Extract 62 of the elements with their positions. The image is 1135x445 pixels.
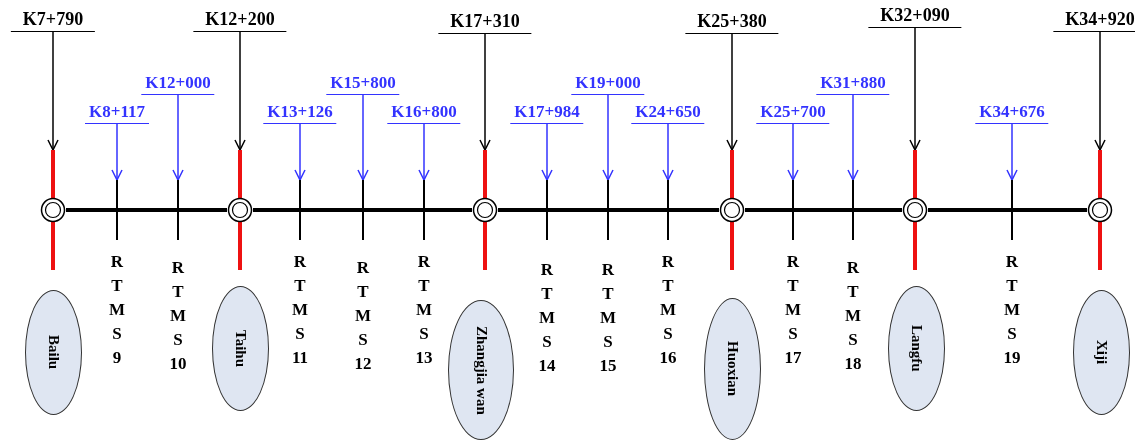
station-ellipse: Zhangjia wan xyxy=(448,300,514,440)
arrow xyxy=(47,31,59,151)
device-label: R T M S 11 xyxy=(291,251,309,369)
chainage-label: K25+380 xyxy=(685,10,779,34)
chainage-label: K13+126 xyxy=(263,101,337,124)
chainage-label: K34+676 xyxy=(975,101,1049,124)
station-marker xyxy=(40,150,66,270)
chainage-label: K19+000 xyxy=(571,72,645,95)
arrow xyxy=(602,94,614,181)
arrow xyxy=(418,123,430,181)
station-marker xyxy=(902,150,928,270)
arrow xyxy=(234,31,246,151)
device-label: R T M S 13 xyxy=(415,251,433,369)
chainage-label: K17+310 xyxy=(438,10,532,34)
chainage-label: K31+880 xyxy=(816,72,890,95)
device-label: R T M S 10 xyxy=(169,257,187,375)
arrow xyxy=(479,33,491,151)
station-ellipse: Langfu xyxy=(887,286,945,411)
route-line xyxy=(498,208,719,212)
arrow xyxy=(1094,31,1106,151)
station-ellipse: Taihu xyxy=(211,286,269,411)
route-line xyxy=(928,208,1087,212)
chainage-label: K12+200 xyxy=(193,8,287,32)
arrow xyxy=(1006,123,1018,181)
arrow xyxy=(787,123,799,181)
route-line xyxy=(66,208,227,212)
device-label: R T M S 15 xyxy=(599,259,617,377)
arrow xyxy=(357,94,369,181)
arrow xyxy=(726,33,738,151)
station-marker xyxy=(719,150,745,270)
station-marker xyxy=(472,150,498,270)
chainage-label: K7+790 xyxy=(10,8,96,32)
arrow xyxy=(294,123,306,181)
arrow xyxy=(541,123,553,181)
device-label: R T M S 19 xyxy=(1003,251,1021,369)
station-ellipse: Bailu xyxy=(24,290,82,415)
chainage-label: K32+090 xyxy=(868,4,962,28)
device-label: R T M S 16 xyxy=(659,251,677,369)
arrow xyxy=(662,123,674,181)
chainage-label: K17+984 xyxy=(510,101,584,124)
chainage-label: K12+000 xyxy=(141,72,215,95)
route-line xyxy=(253,208,472,212)
device-label: R T M S 17 xyxy=(784,251,802,369)
station-marker xyxy=(227,150,253,270)
chainage-label: K34+920 xyxy=(1053,8,1135,32)
arrow xyxy=(111,123,123,181)
arrow xyxy=(172,94,184,181)
chainage-label: K16+800 xyxy=(387,101,461,124)
chainage-label: K25+700 xyxy=(756,101,830,124)
chainage-label: K15+800 xyxy=(326,72,400,95)
device-label: R T M S 18 xyxy=(844,257,862,375)
chainage-label: K24+650 xyxy=(631,101,705,124)
route-line xyxy=(745,208,902,212)
arrow xyxy=(909,27,921,151)
arrow xyxy=(847,94,859,181)
device-label: R T M S 14 xyxy=(538,259,556,377)
station-ellipse: Huoxian xyxy=(703,298,761,440)
station-marker xyxy=(1087,150,1113,270)
device-label: R T M S 9 xyxy=(109,251,125,369)
chainage-label: K8+117 xyxy=(85,101,149,124)
device-label: R T M S 12 xyxy=(354,257,372,375)
station-ellipse: Xiji xyxy=(1072,290,1130,415)
